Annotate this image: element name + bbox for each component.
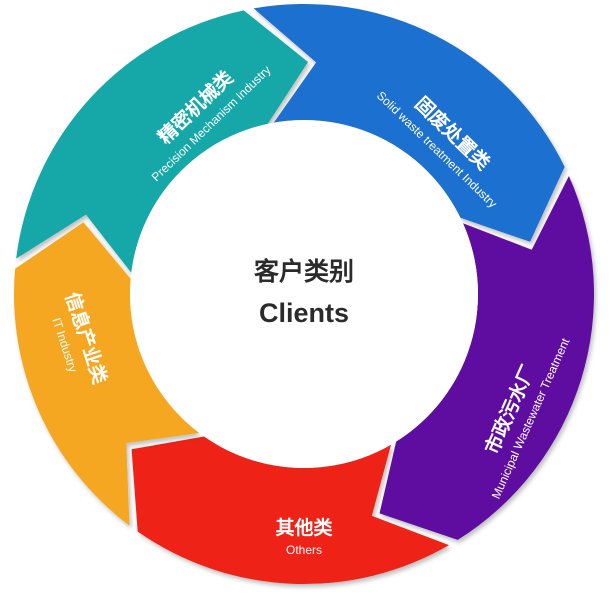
segment-others-title-en: Others [286,543,322,557]
center-circle [130,120,478,468]
segment-precision-mechanism [16,10,309,273]
cycle-segments [13,4,594,584]
segment-solid-waste [253,4,565,242]
segment-others [131,436,449,584]
segment-others-title-zh: 其他类 [275,516,332,539]
center-title-en: Clients [259,298,349,328]
center-title-zh: 客户类别 [254,257,354,286]
segment-it-industry [13,222,200,526]
segment-others-label: 其他类 Others [275,516,332,557]
segment-municipal-wastewater [379,176,594,540]
